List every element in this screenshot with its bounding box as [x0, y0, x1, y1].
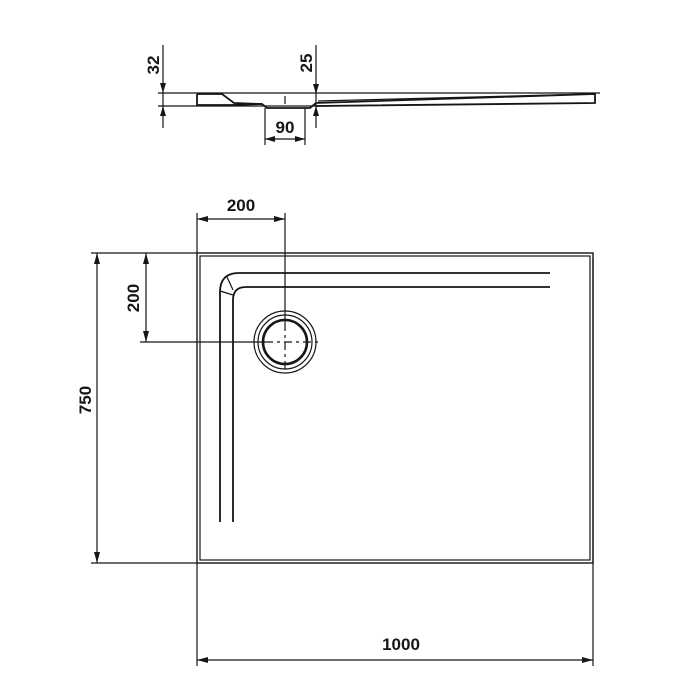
- arrow-down-icon: [94, 552, 100, 563]
- arrow-down-icon: [143, 331, 149, 342]
- channel-corner-joint: [219, 290, 234, 296]
- tray-profile-left: [196, 94, 263, 106]
- arrow-up-icon: [94, 253, 100, 264]
- dim-label-drain-width: 90: [276, 118, 295, 137]
- tray-outline: [196, 252, 594, 564]
- channel-corner-joint: [226, 276, 234, 291]
- arrow-up-icon: [160, 106, 166, 116]
- dim-label-drain-offset-x: 200: [227, 196, 255, 215]
- dim-label-depth: 750: [76, 386, 95, 414]
- dim-label-width: 1000: [382, 635, 420, 654]
- side-view: 32 25 90: [144, 45, 600, 145]
- arrow-left-icon: [265, 136, 275, 142]
- arrow-right-icon: [274, 216, 285, 222]
- channel-outer-line: [219, 272, 550, 522]
- arrow-down-icon: [160, 83, 166, 93]
- arrow-left-icon: [197, 216, 208, 222]
- tray-slope-line: [317, 93, 591, 102]
- dim-label-drain-offset-y: 200: [124, 284, 143, 312]
- tray-profile: [197, 93, 596, 109]
- dim-label-total-height: 32: [144, 56, 163, 75]
- arrow-left-icon: [197, 657, 208, 663]
- arrow-right-icon: [295, 136, 305, 142]
- channel-inner-line: [232, 286, 550, 522]
- arrow-up-icon: [143, 253, 149, 264]
- arrow-up-icon: [313, 106, 319, 116]
- top-view: 200 200 750 1000: [76, 196, 594, 666]
- arrow-down-icon: [313, 84, 319, 94]
- arrow-right-icon: [582, 657, 593, 663]
- tray-inner-outline: [199, 255, 591, 561]
- dim-label-rim-height: 25: [297, 54, 316, 73]
